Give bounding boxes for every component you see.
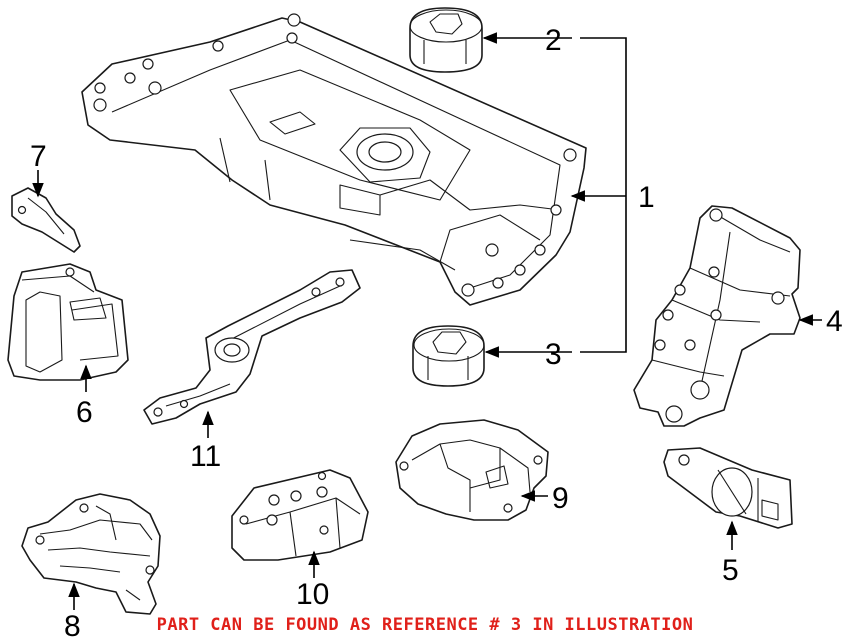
upper-bushing-part: [409, 7, 483, 73]
engine-bracket-part: [633, 205, 801, 427]
transmission-mount-part: [21, 493, 161, 615]
subframe-part: [81, 13, 587, 306]
center-transmission-mount-part: [395, 419, 549, 521]
torque-arm-part: [143, 269, 361, 425]
left-engine-mount-part: [7, 263, 129, 381]
small-mount-part: [663, 447, 793, 529]
callout-4: 4: [826, 305, 843, 338]
callout-2: 2: [545, 24, 562, 57]
callout-6: 6: [76, 396, 93, 429]
callout-1: 1: [638, 181, 655, 214]
mount-block-part: [231, 469, 369, 561]
callout-10: 10: [296, 578, 329, 611]
callout-3: 3: [545, 338, 562, 371]
leader-lines: [32, 32, 822, 610]
callout-8: 8: [64, 610, 81, 643]
bracket-1: [580, 37, 627, 353]
callout-5: 5: [722, 554, 739, 587]
callout-7: 7: [30, 140, 47, 173]
lower-bushing-part: [412, 325, 485, 387]
callout-labels: 2 1 3 4 5 6 7 8 9 10 11: [30, 24, 843, 643]
callout-9: 9: [552, 482, 569, 515]
reference-footnote: PART CAN BE FOUND AS REFERENCE # 3 IN IL…: [156, 615, 694, 635]
small-bracket-part: [11, 187, 81, 253]
callout-11: 11: [190, 440, 221, 473]
